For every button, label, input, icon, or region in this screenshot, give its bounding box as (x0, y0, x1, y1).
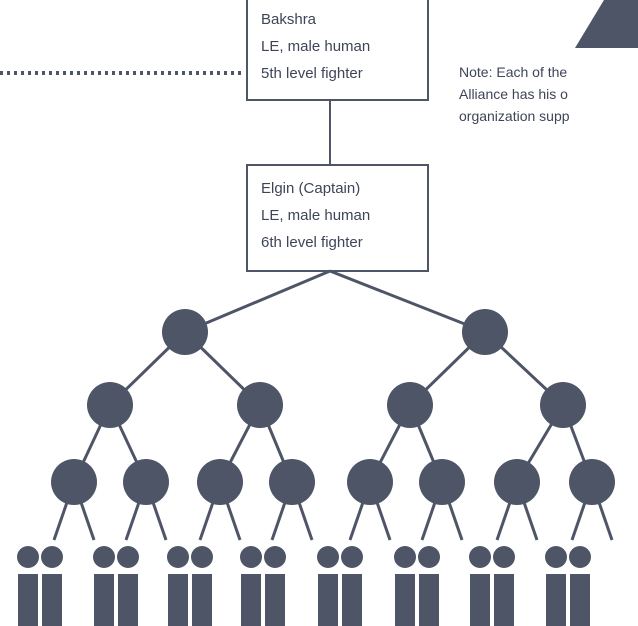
member-head (93, 546, 115, 568)
leader-node-level-2 (87, 382, 133, 428)
member-body (265, 574, 285, 626)
member-head (469, 546, 491, 568)
member-body (395, 574, 415, 626)
member-head (418, 546, 440, 568)
member-body (118, 574, 138, 626)
member-body (168, 574, 188, 626)
member-body (94, 574, 114, 626)
note-line-1: Note: Each of the (459, 64, 567, 80)
bakshra-box: Bakshra LE, male human 5th level fighter (246, 0, 429, 101)
member-head (264, 546, 286, 568)
member-body (494, 574, 514, 626)
note-line-2: Alliance has his o (459, 86, 568, 102)
leader-node-level-1 (462, 309, 508, 355)
hierarchy-tree (17, 269, 615, 626)
member-body (546, 574, 566, 626)
bakshra-alignment: LE, male human (261, 38, 370, 55)
triangle-symbol (575, 0, 638, 48)
leader-node-level-3 (123, 459, 169, 505)
member-head (117, 546, 139, 568)
elgin-name: Elgin (Captain) (261, 180, 360, 197)
leader-node-level-2 (387, 382, 433, 428)
leader-node-level-2 (237, 382, 283, 428)
member-head (341, 546, 363, 568)
leader-node-level-3 (347, 459, 393, 505)
member-body (241, 574, 261, 626)
leader-node-level-3 (494, 459, 540, 505)
elgin-box: Elgin (Captain) LE, male human 6th level… (246, 164, 429, 272)
note-line-3: organization supp (459, 108, 570, 124)
leader-node-level-3 (51, 459, 97, 505)
member-head (191, 546, 213, 568)
member-head (317, 546, 339, 568)
elgin-alignment: LE, male human (261, 207, 370, 224)
member-head (545, 546, 567, 568)
bakshra-name: Bakshra (261, 11, 317, 28)
member-head (41, 546, 63, 568)
member-head (17, 546, 39, 568)
member-body (18, 574, 38, 626)
member-body (470, 574, 490, 626)
member-body (570, 574, 590, 626)
member-body (42, 574, 62, 626)
member-head (493, 546, 515, 568)
leader-node-level-2 (540, 382, 586, 428)
bakshra-level: 5th level fighter (261, 65, 363, 82)
member-body (192, 574, 212, 626)
member-head (167, 546, 189, 568)
member-head (240, 546, 262, 568)
member-body (419, 574, 439, 626)
member-body (318, 574, 338, 626)
leader-node-level-3 (569, 459, 615, 505)
elgin-level: 6th level fighter (261, 234, 363, 251)
leader-node-level-3 (197, 459, 243, 505)
leader-node-level-1 (162, 309, 208, 355)
member-head (569, 546, 591, 568)
member-body (342, 574, 362, 626)
leader-node-level-3 (419, 459, 465, 505)
leader-node-level-3 (269, 459, 315, 505)
note: Note: Each of the Alliance has his o org… (459, 64, 570, 124)
member-head (394, 546, 416, 568)
edge-captain-to-node-2 (329, 269, 486, 334)
edge-captain-to-node-1 (184, 269, 331, 334)
